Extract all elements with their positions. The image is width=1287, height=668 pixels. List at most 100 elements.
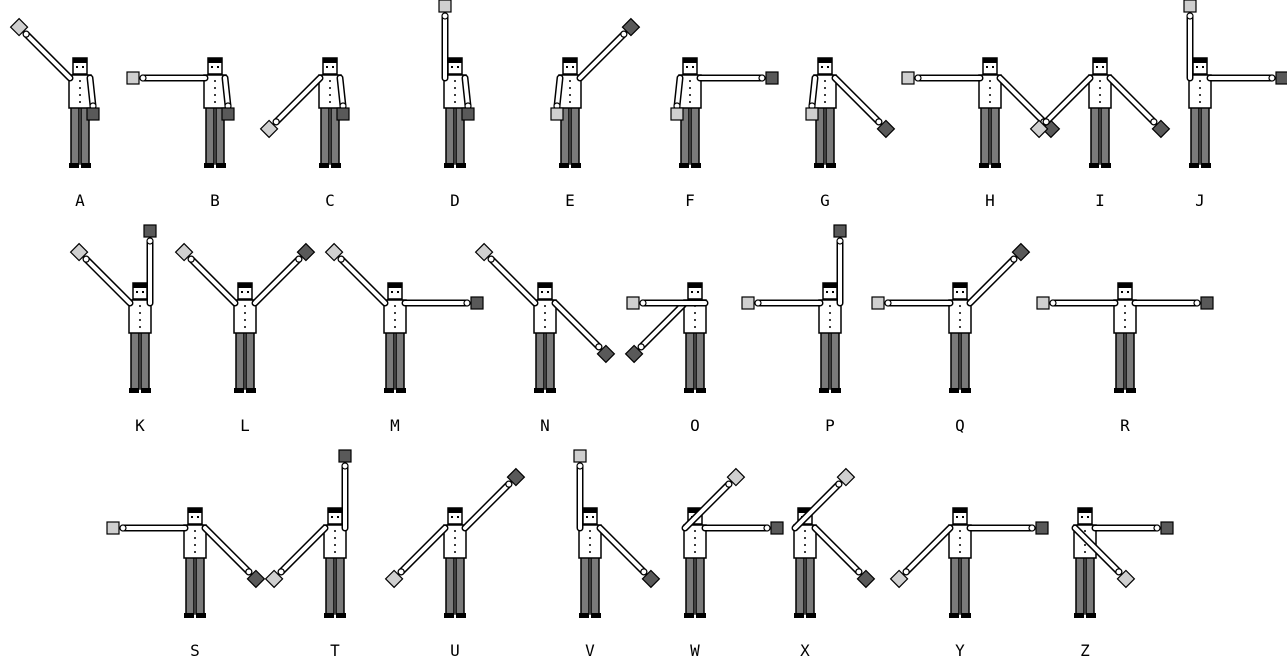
letter-label: Z [1065,642,1105,660]
semaphore-signaller-icon [770,245,890,405]
semaphore-flag-icon [1276,72,1287,84]
semaphore-flag-icon [574,450,586,462]
semaphore-figure-w [635,470,755,630]
semaphore-signaller-icon [335,245,455,405]
letter-label: K [120,417,160,435]
semaphore-flag-icon [337,108,349,120]
semaphore-signaller-icon [20,20,140,180]
semaphore-flag-icon [806,108,818,120]
semaphore-signaller-icon [900,470,1020,630]
semaphore-figure-t [275,470,395,630]
letter-label: B [195,192,235,210]
semaphore-signaller-icon [510,20,630,180]
semaphore-signaller-icon [135,470,255,630]
semaphore-flag-icon [439,0,451,12]
semaphore-figure-h [930,20,1050,180]
semaphore-figure-r [1065,245,1185,405]
semaphore-flag-icon [1201,297,1213,309]
semaphore-figure-n [485,245,605,405]
semaphore-signaller-icon [900,245,1020,405]
semaphore-figure-l [185,245,305,405]
letter-label: T [315,642,355,660]
semaphore-signaller-icon [395,470,515,630]
semaphore-signaller-icon [630,20,750,180]
semaphore-flag-icon [551,108,563,120]
semaphore-figure-f [630,20,750,180]
semaphore-flag-icon [671,108,683,120]
semaphore-flag-icon [1184,0,1196,12]
semaphore-signaller-icon [930,20,1050,180]
semaphore-figure-g [765,20,885,180]
semaphore-signaller-icon [275,470,395,630]
semaphore-signaller-icon [185,245,305,405]
semaphore-flag-icon [471,297,483,309]
semaphore-signaller-icon [765,20,885,180]
semaphore-signaller-icon [635,245,755,405]
semaphore-figure-a [20,20,140,180]
semaphore-flag-icon [87,108,99,120]
letter-label: P [810,417,850,435]
semaphore-signaller-icon [1065,245,1185,405]
semaphore-figure-m [335,245,455,405]
semaphore-figure-c [270,20,390,180]
semaphore-flag-icon [742,297,754,309]
semaphore-figure-o [635,245,755,405]
semaphore-figure-y [900,470,1020,630]
semaphore-figure-q [900,245,1020,405]
semaphore-figure-p [770,245,890,405]
semaphore-signaller-icon [1140,20,1260,180]
semaphore-flag-icon [627,297,639,309]
semaphore-signaller-icon [485,245,605,405]
semaphore-flag-icon [462,108,474,120]
semaphore-figure-u [395,470,515,630]
semaphore-flag-icon [834,225,846,237]
semaphore-figure-k [80,245,200,405]
semaphore-figure-v [530,470,650,630]
semaphore-signaller-icon [155,20,275,180]
semaphore-figure-z [1025,470,1145,630]
letter-label: G [805,192,845,210]
semaphore-signaller-icon [395,20,515,180]
semaphore-figure-s [135,470,255,630]
letter-label: Q [940,417,980,435]
letter-label: I [1080,192,1120,210]
letter-label: L [225,417,265,435]
semaphore-figure-j [1140,20,1260,180]
semaphore-flag-icon [872,297,884,309]
letter-label: H [970,192,1010,210]
letter-label: X [785,642,825,660]
semaphore-signaller-icon [1025,470,1145,630]
semaphore-signaller-icon [635,470,755,630]
semaphore-signaller-icon [270,20,390,180]
letter-label: S [175,642,215,660]
semaphore-flag-icon [222,108,234,120]
letter-label: W [675,642,715,660]
letter-label: M [375,417,415,435]
letter-label: R [1105,417,1145,435]
letter-label: D [435,192,475,210]
semaphore-figure-b [155,20,275,180]
semaphore-figure-x [745,470,865,630]
letter-label: O [675,417,715,435]
semaphore-flag-icon [127,72,139,84]
semaphore-flag-icon [107,522,119,534]
letter-label: E [550,192,590,210]
semaphore-flag-icon [339,450,351,462]
semaphore-figure-e [510,20,630,180]
letter-label: N [525,417,565,435]
letter-label: J [1180,192,1220,210]
semaphore-flag-icon [144,225,156,237]
letter-label: Y [940,642,980,660]
semaphore-signaller-icon [530,470,650,630]
semaphore-flag-icon [902,72,914,84]
semaphore-signaller-icon [745,470,865,630]
letter-label: A [60,192,100,210]
semaphore-figure-d [395,20,515,180]
semaphore-signaller-icon [80,245,200,405]
letter-label: C [310,192,350,210]
semaphore-flag-icon [1161,522,1173,534]
letter-label: F [670,192,710,210]
letter-label: U [435,642,475,660]
semaphore-flag-icon [1037,297,1049,309]
